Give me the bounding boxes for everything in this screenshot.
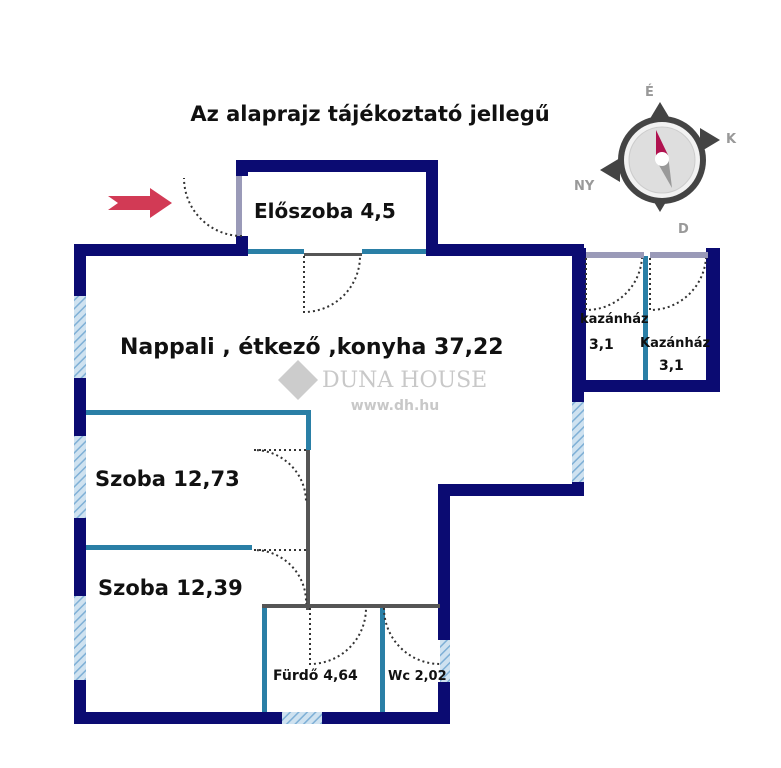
- compass-icon: É K D NY: [574, 84, 737, 237]
- room-szoba-2: Szoba 12,39: [98, 576, 243, 600]
- watermark-url: www.dh.hu: [351, 398, 439, 414]
- room-kazanhaz-2-area: 3,1: [659, 358, 684, 374]
- room-nappali: Nappali , étkező ,konyha 37,22: [120, 335, 504, 360]
- inner-walls: [86, 249, 648, 712]
- outer-walls: [74, 160, 720, 724]
- room-szoba-1: Szoba 12,73: [95, 467, 240, 491]
- room-kazanhaz-1-area: 3,1: [589, 337, 614, 353]
- watermark-logo: DUNA HOUSE www.dh.hu: [278, 360, 487, 414]
- doors-leaves: [236, 176, 708, 610]
- compass-south: D: [678, 222, 689, 237]
- room-furdo: Fürdő 4,64: [273, 668, 358, 684]
- room-kazanhaz-1: kazánház: [580, 312, 649, 327]
- door-swings: [183, 177, 707, 666]
- watermark-brand: DUNA HOUSE: [322, 368, 487, 393]
- plan-title: Az alaprajz tájékoztató jellegű: [190, 102, 549, 126]
- windows: [74, 296, 584, 724]
- compass-west: NY: [574, 179, 595, 194]
- room-wc: Wc 2,02: [388, 669, 447, 684]
- entry-arrow-icon: [108, 188, 172, 218]
- compass-north: É: [645, 84, 654, 100]
- room-kazanhaz-2: Kazánház: [640, 336, 710, 351]
- compass-east: K: [726, 132, 737, 147]
- room-eloszoba: Előszoba 4,5: [254, 199, 396, 223]
